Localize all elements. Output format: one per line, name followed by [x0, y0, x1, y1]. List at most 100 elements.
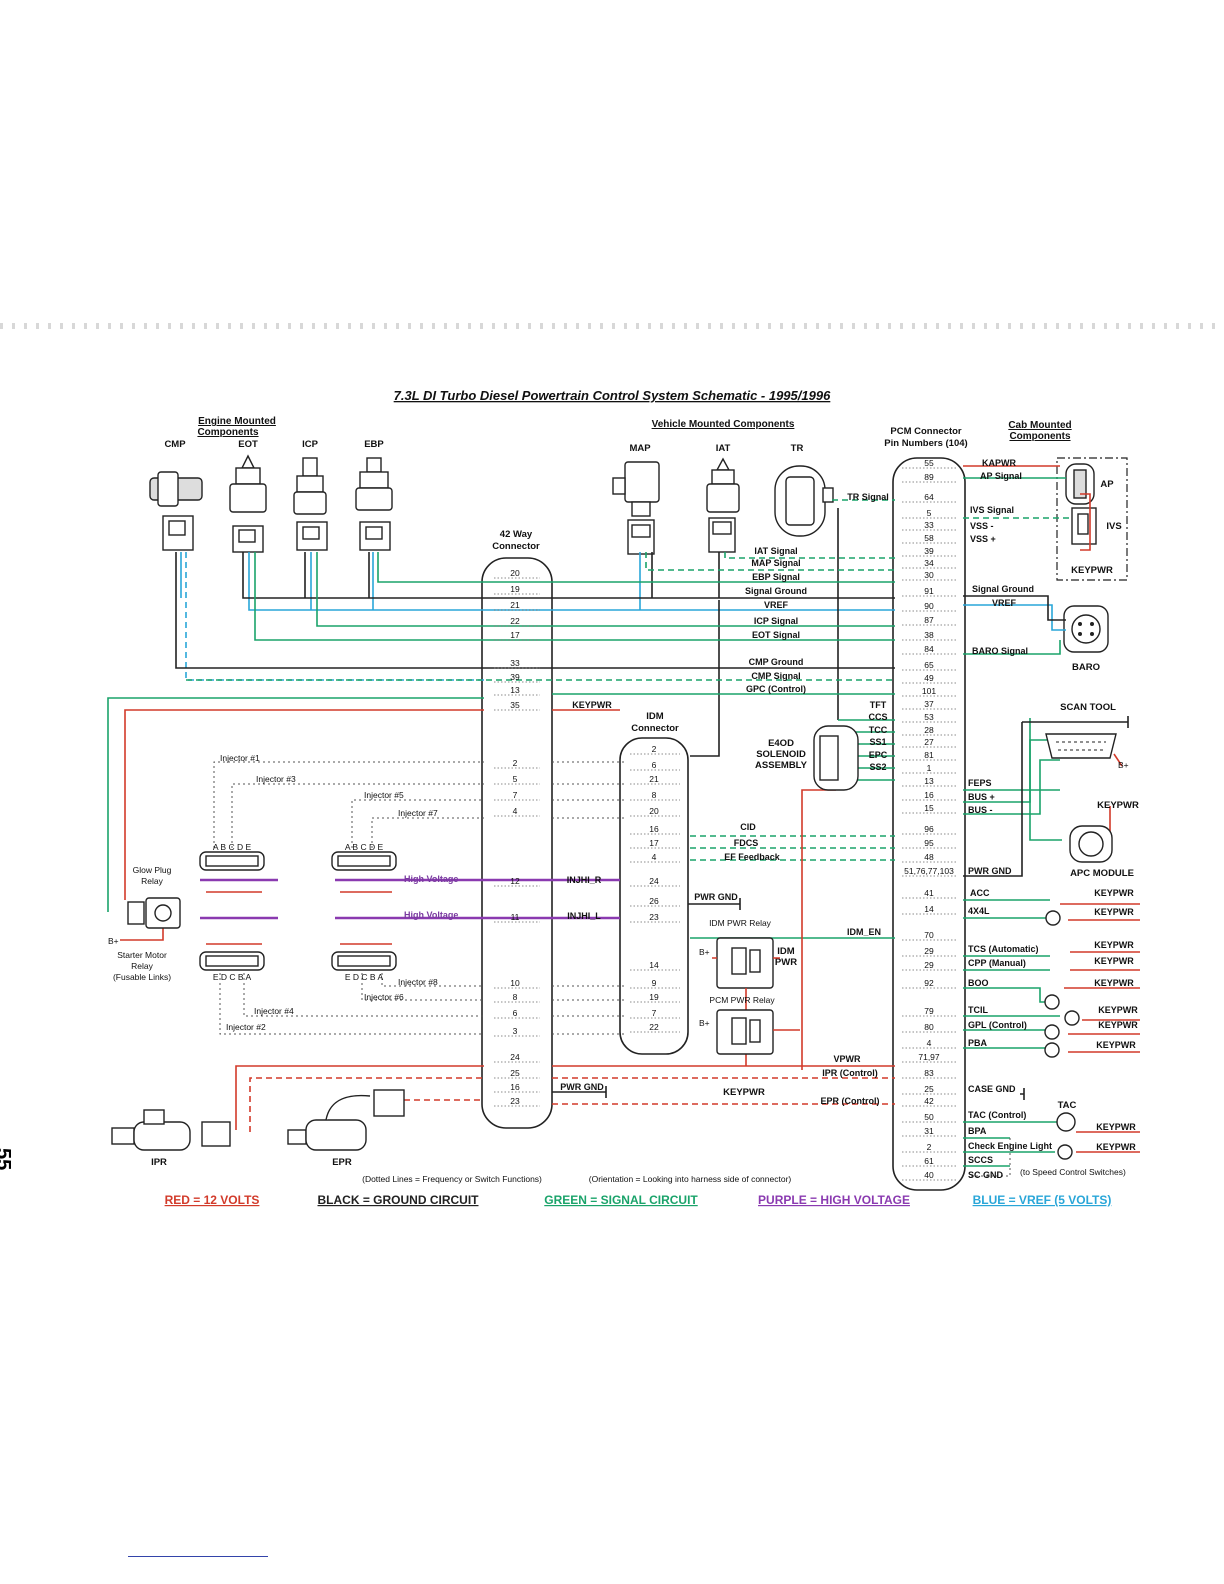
ipr-valve-icon — [111, 1109, 231, 1151]
baro-vref-wire — [963, 604, 1066, 631]
injector2-wire — [219, 968, 484, 1035]
ipr-ground-dash-wire — [249, 1077, 484, 1132]
pin-number: 65 — [924, 660, 934, 670]
icp-signal-label: ICP Signal — [754, 616, 798, 626]
cmp-label: CMP — [164, 439, 186, 450]
baro-label: BARO — [1072, 662, 1100, 673]
pin-number: 61 — [924, 1156, 934, 1166]
engine-header-line2: Components — [197, 427, 259, 438]
ef-feedback-label: EF Feedback — [724, 852, 781, 862]
cmp-sensor-icon — [149, 471, 203, 551]
idm-pwr-relay-label: IDM PWR Relay — [709, 918, 772, 928]
pin-number: 64 — [924, 492, 934, 502]
vref-wire — [248, 552, 895, 611]
pin-number: 29 — [924, 960, 934, 970]
baro-signal-wire — [963, 640, 1061, 655]
svg-text:KEYPWR: KEYPWR — [1096, 1142, 1136, 1152]
epc-label: EPC — [869, 750, 888, 760]
ebp-signal-label: EBP Signal — [752, 572, 800, 582]
bpa-label: BPA — [968, 1126, 987, 1136]
pin-number: 95 — [924, 838, 934, 848]
pin-number: 21 — [649, 774, 659, 784]
way42-header-line2: Connector — [492, 541, 540, 552]
pin-number: 37 — [924, 699, 934, 709]
pin-number: 91 — [924, 586, 934, 596]
apc-module-icon — [1069, 825, 1113, 863]
cab-components-box — [1056, 457, 1128, 581]
pin-number: 3 — [513, 1026, 518, 1036]
svg-text:KEYPWR: KEYPWR — [1094, 956, 1134, 966]
pcm-connector — [892, 457, 966, 1191]
injector1-wire — [213, 761, 484, 848]
injector-connector-right-lower — [199, 951, 265, 971]
fdcs-label: FDCS — [734, 838, 759, 848]
acc-label: ACC — [970, 888, 990, 898]
injector6-wire — [361, 968, 484, 1001]
tac-control-label: TAC (Control) — [968, 1110, 1026, 1120]
pin-number: 71,97 — [918, 1052, 940, 1062]
vref-label: VREF — [764, 600, 789, 610]
pin-number: 33 — [510, 658, 520, 668]
cab-header-line1: Cab Mounted — [1008, 420, 1071, 431]
injector6-label: Injector #6 — [364, 992, 404, 1002]
e4od-power-wire — [801, 789, 836, 1070]
pin-number: 10 — [510, 978, 520, 988]
pin-letters-1: A B C D E — [213, 842, 252, 852]
pin-number: 31 — [924, 1126, 934, 1136]
sc-gnd-label: SC GND — [968, 1170, 1004, 1180]
e4od-solenoid-icon — [813, 725, 859, 791]
pin-number: 4 — [652, 852, 657, 862]
cab-keypwr-wire — [1080, 493, 1091, 551]
pin-number: 87 — [924, 615, 934, 625]
pin-number: 41 — [924, 888, 934, 898]
pin-number: 81 — [924, 750, 934, 760]
pin-number: 84 — [924, 644, 934, 654]
tr-label: TR — [791, 443, 804, 454]
page-number: 55 — [0, 1148, 14, 1171]
pin-number: 2 — [652, 744, 657, 754]
svg-text:KEYPWR: KEYPWR — [1094, 940, 1134, 950]
pin-number: 23 — [649, 912, 659, 922]
vss-plus-label: VSS + — [970, 534, 996, 544]
legend-purple: PURPLE = HIGH VOLTAGE — [758, 1193, 910, 1207]
idm-header-line1: IDM — [646, 711, 664, 722]
tft-label: TFT — [870, 700, 887, 710]
injector7-label: Injector #7 — [398, 808, 438, 818]
pin-number: 15 — [924, 803, 934, 813]
epr-control-label: EPR (Control) — [821, 1096, 880, 1106]
keypwr-label: KEYPWR — [572, 700, 612, 710]
scan-tool-bplus-wire — [1113, 753, 1123, 767]
engine-header-line1: Engine Mounted — [198, 416, 276, 427]
bus-minus-wire — [963, 759, 1060, 815]
vss-minus-label: VSS - — [970, 521, 994, 531]
e4od-label-1: E4OD — [768, 738, 794, 749]
pin-number: 51,76,77,103 — [904, 866, 954, 876]
scan-tool-bplus: B+ — [1118, 760, 1129, 770]
pin-number: 8 — [652, 790, 657, 800]
way42-pwr-gnd-label: PWR GND — [560, 1082, 604, 1092]
ivs-switch-icon — [1071, 507, 1097, 545]
pin-number: 90 — [924, 601, 934, 611]
pin-number: 22 — [510, 616, 520, 626]
case-gnd-label: CASE GND — [968, 1084, 1016, 1094]
map-signal-wire — [645, 552, 895, 571]
cab-header-line2: Components — [1009, 431, 1071, 442]
svg-text:KEYPWR: KEYPWR — [1094, 978, 1134, 988]
map-signal-label: MAP Signal — [751, 558, 800, 568]
pin-number: 55 — [924, 458, 934, 468]
e4od-label-3: ASSEMBLY — [755, 760, 808, 771]
way42-connector — [481, 557, 553, 1129]
pin-letters-4: E D C B A — [345, 972, 384, 982]
pcm-header-line2: Pin Numbers (104) — [884, 438, 967, 449]
cpp-label: CPP (Manual) — [968, 958, 1026, 968]
pin-number: 14 — [649, 960, 659, 970]
injector2-label: Injector #2 — [226, 1022, 266, 1032]
pin-number: 26 — [649, 896, 659, 906]
way42-pwr-gnd-wire — [552, 1086, 607, 1098]
pin-number: 14 — [924, 904, 934, 914]
starter-label-3: (Fusable Links) — [113, 972, 171, 982]
injector-connector-left-lower — [331, 951, 397, 971]
pin-number: 80 — [924, 1022, 934, 1032]
